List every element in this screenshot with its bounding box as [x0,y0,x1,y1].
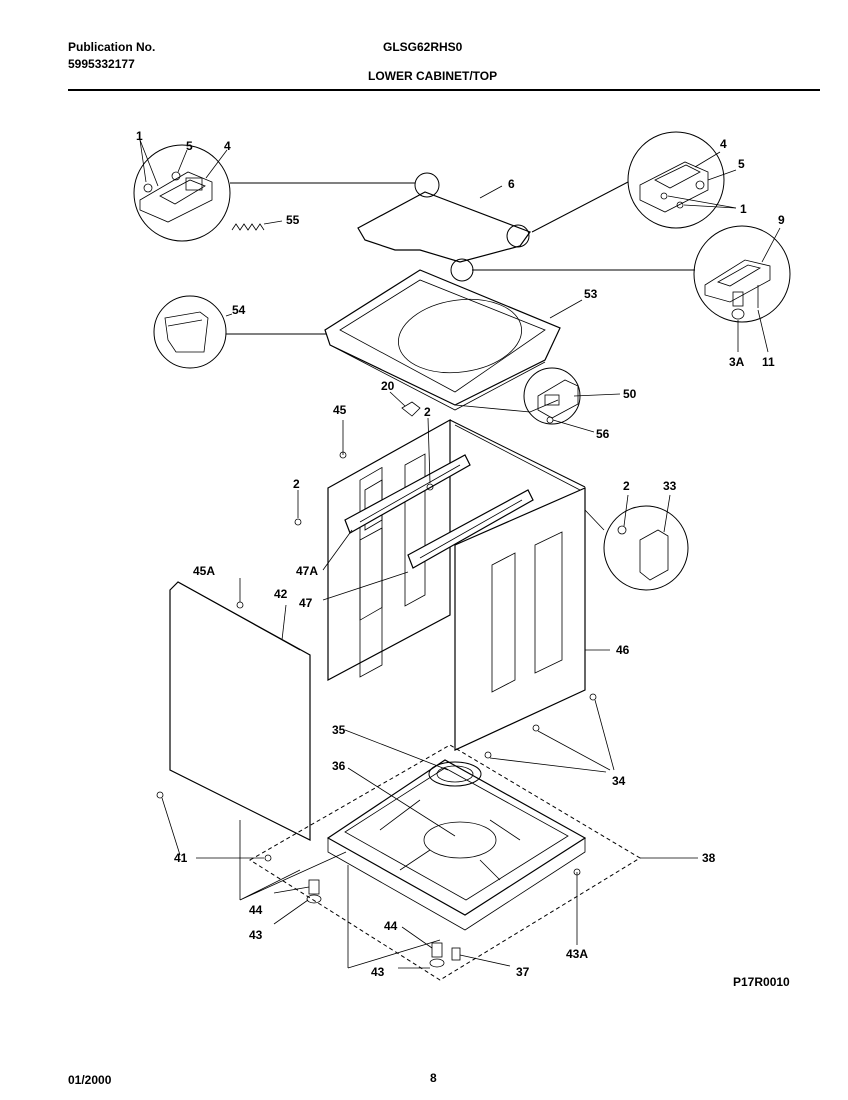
callout-4-right: 4 [720,137,727,151]
callout-35: 35 [332,723,346,737]
callout-54: 54 [232,303,246,317]
page-number: 8 [430,1071,437,1085]
callout-2-right: 2 [623,479,630,493]
detail-circle-dispenser [153,295,340,369]
base-frame [326,759,587,945]
cabinet-front-panel-part-46 [454,487,610,751]
callout-2-top: 2 [424,405,431,419]
callout-44-bottom: 44 [384,919,398,933]
callout-5: 5 [186,139,193,153]
callout-45a: 45A [193,564,215,578]
callout-1: 1 [136,129,143,143]
callout-36: 36 [332,759,346,773]
callout-43-bottom: 43 [371,965,385,979]
callout-43-left: 43 [249,928,263,942]
lid-switch-part-50 [523,367,621,433]
footer-date: 01/2000 [68,1073,112,1087]
publication-label: Publication No. [68,40,156,54]
callout-4: 4 [224,139,231,153]
callout-38: 38 [702,851,716,865]
callout-43a: 43A [566,947,588,961]
callout-11: 11 [762,355,775,369]
callout-47a: 47A [296,564,318,578]
clip-part-20 [389,391,421,417]
callout-53: 53 [584,287,598,301]
callout-37: 37 [516,965,530,979]
diagram-code: P17R0010 [733,975,790,989]
detail-circle-lid-switch [693,225,791,353]
callout-6: 6 [508,177,515,191]
callout-47: 47 [299,596,313,610]
publication-number: 5995332177 [68,57,135,71]
spring-part-55 [231,220,283,231]
header-rule [68,89,820,91]
screws-part-2 [294,417,434,526]
callout-34: 34 [612,774,626,788]
callout-44-left: 44 [249,903,263,917]
callout-2-left: 2 [293,477,300,491]
detail-circle-hinge-left [133,139,231,242]
top-panel-part-53 [324,269,583,413]
callout-55: 55 [286,213,300,227]
cabinet-side-panel-part-42 [169,578,311,841]
detail-circle-bracket [584,494,689,591]
callout-3a: 3A [729,355,745,369]
screws-part-41 [156,791,441,969]
callout-9: 9 [778,213,785,227]
callout-33: 33 [663,479,677,493]
screws-part-34 [484,693,615,773]
callout-5-right: 5 [738,157,745,171]
model-number: GLSG62RHS0 [383,40,463,54]
section-title: LOWER CABINET/TOP [368,69,498,83]
leveling-legs [273,879,511,969]
callout-41: 41 [174,851,188,865]
callout-46: 46 [616,643,630,657]
callout-20: 20 [381,379,395,393]
callout-45: 45 [333,403,347,417]
callout-42: 42 [274,587,288,601]
callout-50: 50 [623,387,637,401]
callout-1-right: 1 [740,202,747,216]
callout-56: 56 [596,427,610,441]
lid-part-6 [357,172,531,282]
detail-circle-hinge-right [627,131,737,229]
cabinet-braces [322,454,534,601]
